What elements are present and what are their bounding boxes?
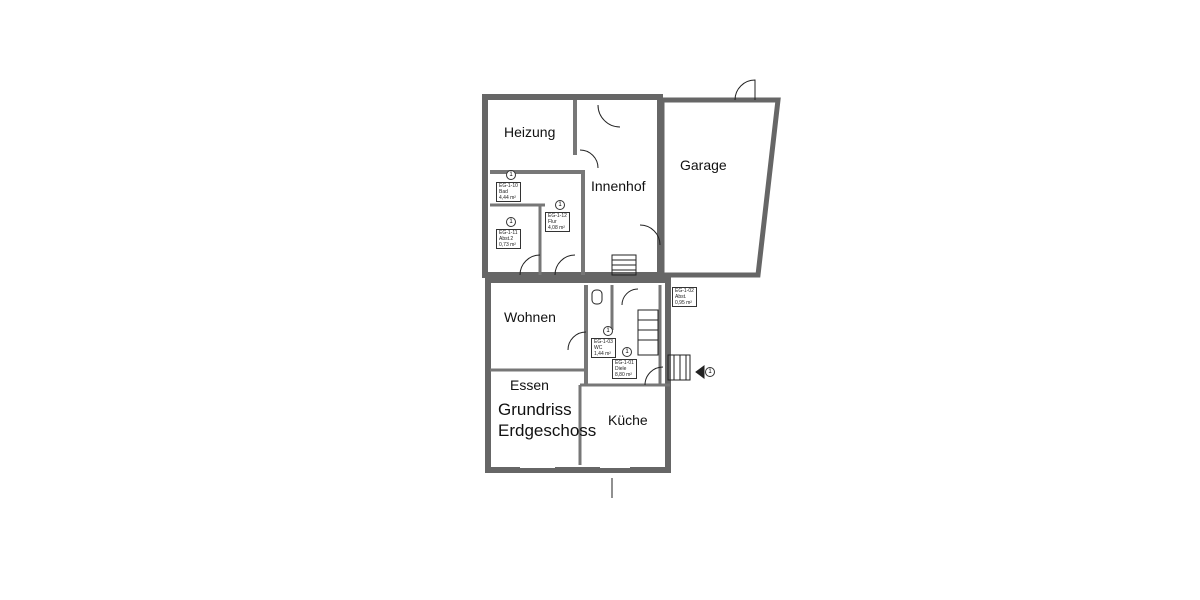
marker-circle: 1	[506, 170, 516, 180]
stairs	[611, 254, 691, 381]
marker-circle: 1	[603, 326, 613, 336]
door-swing	[734, 79, 756, 101]
door-swing	[519, 254, 541, 276]
marker-circle: 1	[622, 347, 632, 357]
door-swing	[639, 224, 661, 246]
door-swing	[554, 254, 576, 276]
door-swing	[621, 288, 639, 306]
room-wohnen: Wohnen	[504, 309, 556, 325]
room-garage: Garage	[680, 157, 727, 173]
plan-title-line2: Erdgeschoss	[498, 421, 597, 440]
room-kueche: Küche	[608, 412, 648, 428]
room-innenhof: Innenhof	[591, 178, 646, 194]
room-essen: Essen	[510, 377, 549, 393]
door-swing	[644, 366, 664, 386]
door-swing	[567, 331, 587, 351]
toilet	[591, 289, 603, 305]
door-swing	[579, 149, 599, 169]
garage-walls	[659, 97, 781, 278]
marker-circle: 1	[506, 217, 516, 227]
marker-circle: 1	[705, 367, 715, 377]
plan-title-line1: Grundriss	[498, 400, 572, 419]
entrance-arrow-icon	[695, 365, 705, 379]
marker-circle: 1	[555, 200, 565, 210]
door-swing	[597, 104, 621, 128]
room-heizung: Heizung	[504, 124, 556, 140]
